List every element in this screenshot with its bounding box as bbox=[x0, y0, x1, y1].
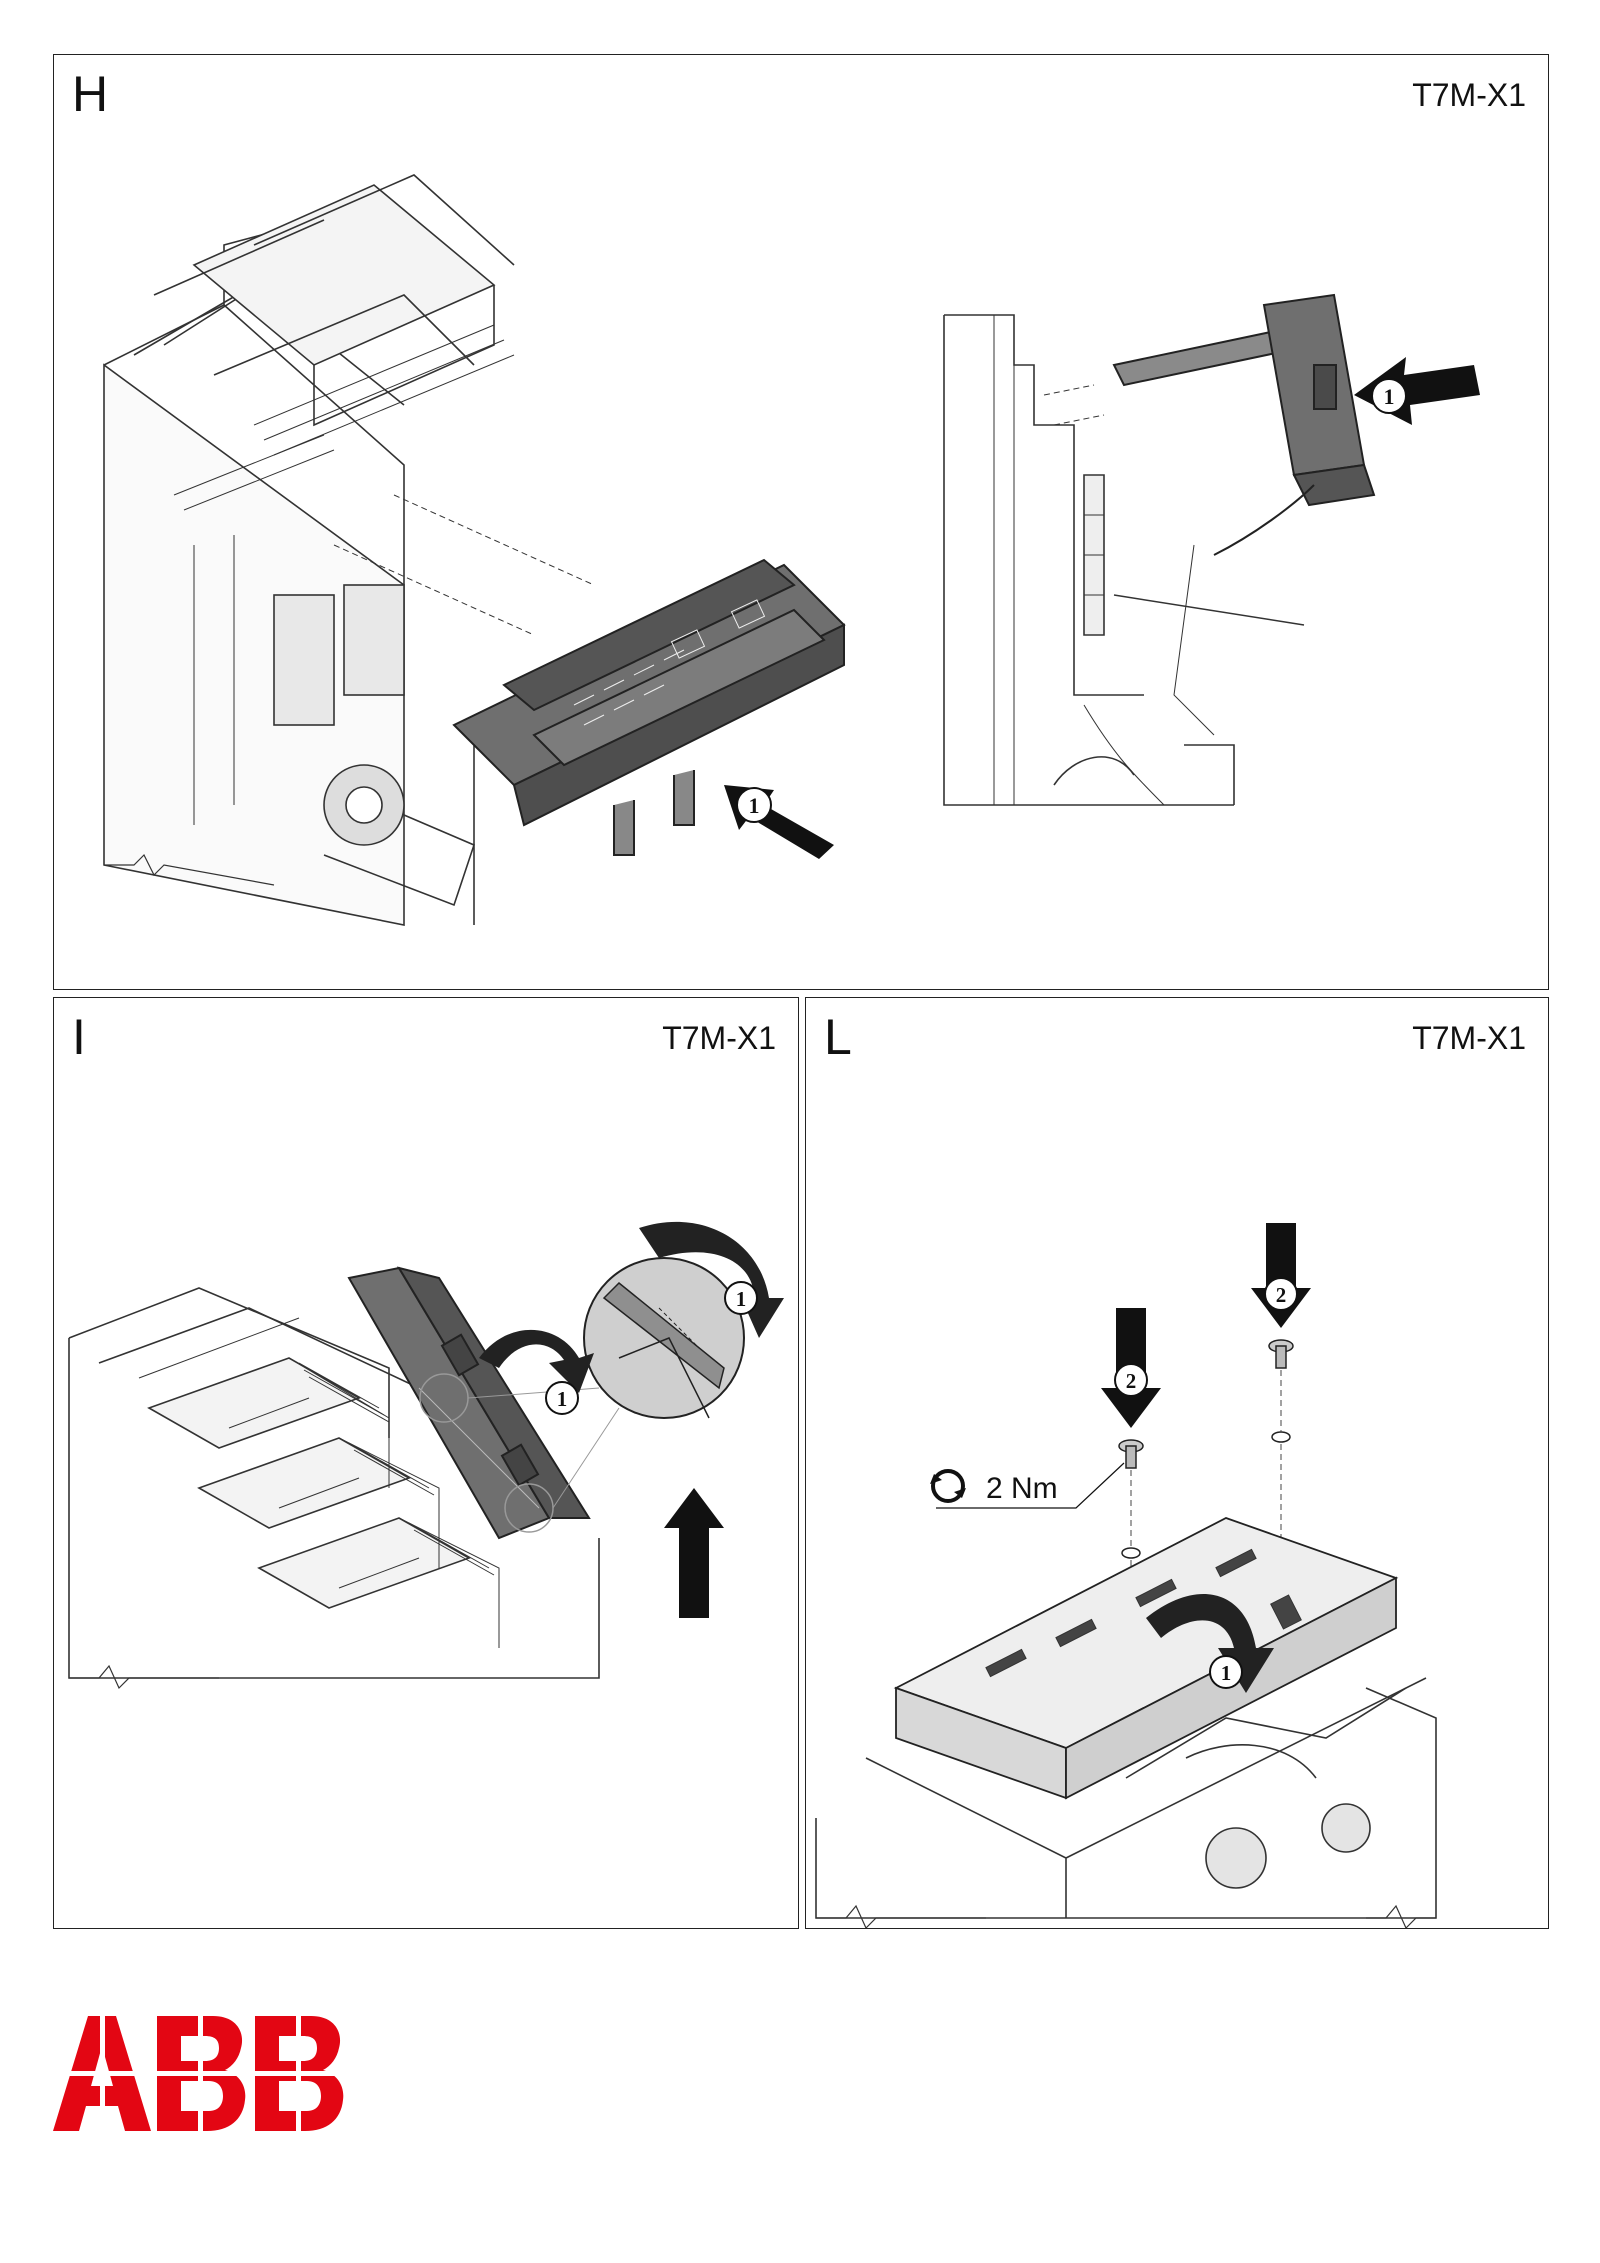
callout-1: 1 bbox=[1384, 384, 1395, 409]
step-letter: L bbox=[824, 1009, 852, 1065]
model-label: T7M-X1 bbox=[1412, 1020, 1526, 1056]
panel-l: L T7M-X1 2 2 2 Nm bbox=[805, 997, 1549, 1929]
callout-1: 1 bbox=[736, 1287, 747, 1311]
callout-1: 1 bbox=[557, 1387, 568, 1411]
trip-unit-fixing-illustration: 2 2 2 Nm bbox=[815, 1223, 1437, 1928]
callout-1: 1 bbox=[1221, 1661, 1232, 1685]
model-label: T7M-X1 bbox=[1412, 77, 1526, 113]
callout-2: 2 bbox=[1126, 1369, 1137, 1393]
torque-value: 2 Nm bbox=[986, 1472, 1058, 1505]
abb-logo bbox=[53, 2016, 349, 2131]
model-label: T7M-X1 bbox=[662, 1020, 776, 1056]
callout-1: 1 bbox=[749, 793, 760, 818]
panel-h: H T7M-X1 bbox=[53, 54, 1549, 990]
breaker-illustration: 1 bbox=[103, 174, 846, 926]
breaker-top-illustration: 1 1 bbox=[68, 1221, 784, 1690]
detail-illustration: 1 bbox=[943, 293, 1480, 806]
panel-i: I T7M-X1 bbox=[53, 997, 799, 1929]
step-letter: I bbox=[72, 1009, 86, 1065]
callout-2: 2 bbox=[1276, 1283, 1287, 1307]
step-letter: H bbox=[72, 66, 109, 122]
